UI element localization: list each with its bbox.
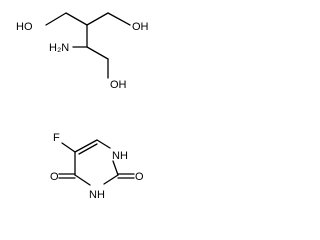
hydroxyl-label-left: HO (16, 21, 33, 33)
oxygen-label-right: O (135, 171, 144, 183)
amine-label: H₂N (49, 42, 69, 54)
amine-label-n1: NH (112, 150, 128, 162)
chemical-structures: HO OH H₂N OH F NH O NH O (16, 12, 149, 201)
bond-c5-f (61, 142, 76, 153)
hydroxyl-label-bottom: OH (110, 79, 127, 91)
fluorouracil-molecule: F NH O NH O (50, 132, 144, 201)
fluorine-label: F (53, 132, 60, 144)
bond-c6-n1 (96, 139, 111, 149)
bond-ch2-left-o (45, 12, 67, 26)
amine-label-n3: NH (89, 189, 105, 201)
bond-c2-ch2-bottom (86, 46, 109, 60)
bond-c5-c6-double (78, 143, 98, 155)
bond-n1-c2 (112, 160, 119, 176)
bond-c5-c6 (74, 139, 98, 153)
hydroxyl-label-right: OH (132, 21, 149, 33)
oxygen-label-left: O (50, 171, 59, 183)
bond-n3-c4 (74, 174, 91, 186)
bond-c1-ch2-left (65, 12, 88, 26)
bond-c1-ch2-right (86, 12, 109, 26)
bond-c2-n3 (103, 174, 119, 185)
bond-ch2-right-o (107, 12, 131, 26)
tris-molecule: HO OH H₂N OH (16, 12, 149, 91)
